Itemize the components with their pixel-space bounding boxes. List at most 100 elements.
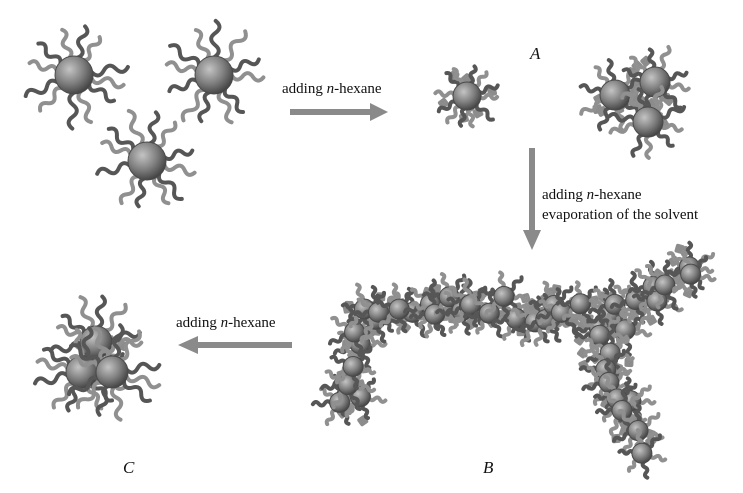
ligand-chain	[593, 288, 610, 302]
ligand-chain	[501, 303, 510, 323]
ligand-chain	[634, 268, 649, 283]
ligand-chain	[162, 163, 197, 177]
ligand-chain	[108, 330, 142, 344]
ligand-chain	[640, 460, 650, 480]
label-b: B	[483, 458, 494, 477]
aggregate-b-particle	[375, 282, 425, 334]
dispersed-particle	[23, 24, 130, 131]
ligand-chain	[36, 41, 63, 66]
ligand-chain	[626, 392, 642, 407]
ligand-chain	[631, 293, 651, 302]
ligand-chain	[648, 453, 668, 463]
cluster-a	[433, 45, 691, 160]
ligand-chain	[497, 270, 506, 290]
ligand-chain	[627, 285, 647, 294]
cluster-a-particle	[620, 45, 691, 120]
nanoparticles	[23, 18, 717, 480]
ligand-chain	[340, 302, 358, 310]
ligand-chain	[370, 285, 380, 306]
nanoparticle-core	[452, 81, 482, 111]
ligand-chain	[363, 317, 376, 335]
ligand-chain	[356, 297, 373, 310]
ligand-chain	[230, 71, 266, 83]
ligand-chain	[180, 87, 206, 123]
ligand-chain	[666, 82, 691, 93]
ligand-chain	[378, 313, 395, 328]
ligand-chain	[579, 99, 605, 116]
ligand-chain	[42, 346, 72, 367]
ligand-chain	[118, 329, 142, 362]
nanoparticle-core	[632, 106, 664, 138]
ligand-chain	[216, 89, 234, 125]
ligand-chain	[625, 91, 643, 113]
nanoparticle-core	[639, 66, 671, 98]
ligand-chain	[533, 325, 545, 347]
ligand-chain	[69, 353, 100, 369]
arrow-step1	[290, 103, 388, 121]
ligand-chain	[520, 303, 540, 318]
ligand-chain	[542, 280, 554, 300]
nanoparticle-core	[95, 355, 129, 389]
ligand-chain	[87, 82, 116, 104]
ligand-chain	[354, 384, 377, 394]
ligand-chain	[95, 384, 110, 417]
ligand-chain	[360, 403, 370, 421]
ligand-chain	[95, 161, 132, 176]
ligand-chain	[222, 29, 248, 63]
ligand-chain	[473, 70, 489, 88]
ligand-chain	[466, 106, 475, 129]
ligand-chain	[656, 129, 675, 148]
ligand-chain	[501, 324, 514, 341]
ligand-chain	[592, 345, 605, 364]
ligand-chain	[672, 278, 687, 294]
nanoparticle-core	[569, 293, 591, 315]
ligand-chain	[436, 99, 458, 114]
ligand-chain	[664, 269, 684, 277]
ligand-chain	[564, 317, 580, 336]
ligand-chain	[640, 306, 654, 325]
ligand-chain	[586, 365, 604, 380]
ligand-chain	[328, 333, 349, 346]
ligand-chain	[453, 309, 467, 325]
ligand-chain	[439, 272, 450, 291]
ligand-chain	[545, 317, 559, 334]
ligand-chain	[167, 77, 200, 94]
ligand-chain	[69, 343, 102, 366]
ligand-chain	[629, 270, 639, 293]
ligand-chain	[353, 309, 372, 317]
ligand-chain	[645, 264, 661, 281]
ligand-chain	[521, 319, 540, 331]
ligand-chain	[122, 379, 152, 404]
ligand-chain	[478, 287, 498, 296]
ligand-chain	[608, 278, 617, 298]
ligand-chain	[632, 328, 653, 338]
ligand-chain	[475, 318, 487, 335]
ligand-chain	[651, 85, 665, 111]
ligand-chain	[659, 122, 684, 133]
ligand-chain	[604, 316, 621, 332]
ligand-chain	[410, 287, 426, 301]
ligand-chain	[375, 299, 393, 309]
ligand-chain	[435, 320, 447, 337]
ligand-chain	[610, 348, 626, 366]
ligand-chain	[581, 381, 603, 391]
ligand-chain	[106, 126, 136, 152]
ligand-chain	[147, 110, 161, 146]
ligand-chain	[324, 408, 338, 427]
aggregate-b-particle	[595, 381, 648, 436]
ligand-chain	[164, 60, 199, 74]
ligand-chain	[689, 280, 698, 299]
ligand-chain	[574, 325, 593, 334]
ligand-chain	[607, 112, 637, 123]
ligand-chain	[617, 353, 635, 362]
ligand-chain	[435, 307, 455, 316]
ligand-chain	[60, 27, 74, 60]
label-c: C	[123, 458, 135, 477]
ligand-chain	[354, 338, 364, 359]
ligand-chain	[655, 307, 664, 326]
ligand-chain	[448, 285, 465, 302]
ligand-chain	[76, 24, 90, 60]
ligand-chain	[681, 249, 691, 268]
ligand-chain	[622, 436, 636, 454]
arrow-step2	[523, 148, 541, 250]
